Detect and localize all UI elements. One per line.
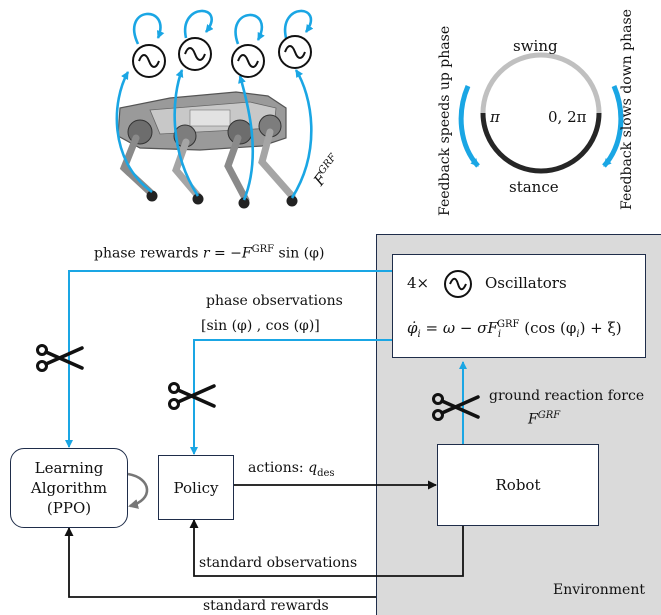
robot-box: Robot	[437, 444, 599, 526]
phase-feedback-arrows	[458, 85, 624, 168]
phase-rewards-label: phase rewards r = −FGRF sin (φ)	[94, 244, 325, 262]
pi-label: π	[490, 108, 500, 126]
learning-line1: Learning	[34, 459, 104, 477]
phase-observations-eq: [sin (φ) , cos (φ)]	[201, 318, 320, 334]
oscillator-self-loops	[132, 9, 314, 45]
stance-label: stance	[509, 178, 559, 196]
learning-line2: Algorithm	[30, 479, 108, 497]
oscillator-icon	[444, 270, 472, 298]
actions-label: actions: qdes	[248, 460, 335, 479]
learning-algorithm-box: Learning Algorithm (PPO)	[10, 448, 128, 528]
scissors-icon	[432, 393, 480, 421]
grf-var-label: FGRF	[528, 410, 561, 428]
oscillators-box: 4× Oscillators φ̇i = ω − σFiGRF (cos (φi…	[392, 254, 646, 358]
robot-illustration	[117, 91, 298, 209]
learning-line3: (PPO)	[46, 499, 92, 517]
grf-label: ground reaction force	[489, 388, 645, 404]
zero-two-pi-label: 0, 2π	[548, 108, 587, 126]
environment-label: Environment	[553, 582, 645, 598]
policy-box: Policy	[158, 455, 234, 520]
phase-ring	[480, 52, 602, 174]
scissors-icon	[36, 344, 84, 372]
oscillator-count: 4×	[407, 274, 430, 292]
swing-label: swing	[513, 37, 558, 55]
slows-down-text: Feedback slows down phase	[619, 9, 635, 210]
oscillators-title: Oscillators	[485, 274, 567, 292]
oscillator-icons	[132, 35, 312, 78]
phase-observations-label: phase observations	[206, 293, 343, 309]
oscillator-equation: φ̇i = ω − σFiGRF (cos (φi) + ξ)	[407, 319, 622, 340]
speeds-up-text: Feedback speeds up phase	[437, 25, 453, 216]
standard-observations-label: standard observations	[199, 555, 358, 571]
standard-rewards-label: standard rewards	[203, 598, 329, 614]
grf-feedback-curves	[115, 69, 313, 201]
scissors-icon	[168, 382, 216, 410]
